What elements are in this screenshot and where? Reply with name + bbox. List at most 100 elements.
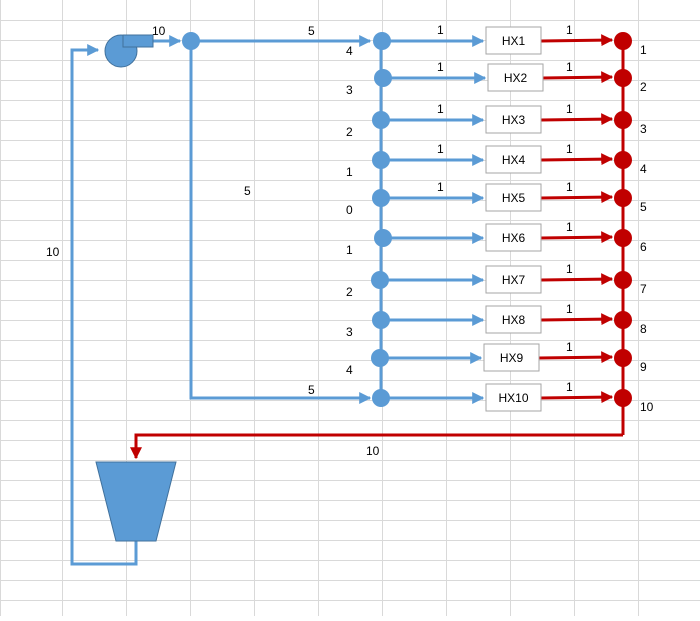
riser-flow-label: 4 (346, 363, 353, 377)
return-header-label: 2 (640, 80, 647, 94)
heat-exchanger-box: HX4 (485, 145, 542, 174)
supply-node (372, 311, 390, 329)
heat-exchanger-box: HX7 (485, 265, 542, 294)
heat-exchanger-label: HX8 (502, 313, 526, 327)
heat-exchanger-box: HX1 (485, 26, 542, 55)
heat-exchanger-box: HX8 (485, 305, 542, 334)
heat-exchanger-outline (485, 26, 542, 55)
return-node (614, 151, 632, 169)
heat-exchanger-label: HX9 (500, 351, 524, 365)
riser-branch-flow-label: 5 (244, 184, 251, 198)
heat-exchanger-outline (485, 265, 542, 294)
return-node (614, 189, 632, 207)
riser-flow-label: 2 (346, 125, 353, 139)
return-pipe (540, 113, 614, 126)
supply-flow-label: 1 (437, 142, 444, 156)
branch-row: HX7 1 7 2 (346, 262, 647, 299)
heat-exchanger-box: HX6 (485, 223, 542, 252)
supply-flow-label: 1 (437, 102, 444, 116)
heat-exchanger-label: HX5 (502, 191, 526, 205)
riser-flow-label: 2 (346, 285, 353, 299)
heat-exchanger-box: HX3 (485, 105, 542, 134)
heat-exchanger-outline (487, 63, 544, 92)
heat-exchanger-label: HX4 (502, 153, 526, 167)
return-pipe (540, 191, 614, 204)
return-node (614, 32, 632, 50)
return-flow-label: 1 (566, 60, 573, 74)
riser-flow-label: 3 (346, 325, 353, 339)
heat-exchanger-outline (485, 183, 542, 212)
heat-exchanger-box: HX10 (485, 383, 542, 412)
supply-flow-label: 1 (437, 23, 444, 37)
heat-exchanger-box: HX5 (485, 183, 542, 212)
return-header-label: 8 (640, 322, 647, 336)
return-main-flow-label: 10 (366, 444, 380, 458)
supply-node (371, 349, 389, 367)
return-flow-label: 1 (566, 262, 573, 276)
supply-node (372, 189, 390, 207)
return-pipe (542, 71, 614, 84)
supply-node (371, 271, 389, 289)
heat-exchanger-label: HX7 (502, 273, 526, 287)
return-pipe (540, 391, 614, 404)
tank-icon (95, 461, 177, 542)
heat-exchanger-outline (485, 223, 542, 252)
supply-node (374, 69, 392, 87)
branch-row: HX8 1 8 3 (346, 302, 647, 339)
supply-node (372, 151, 390, 169)
supply-node (374, 229, 392, 247)
riser-flow-label: 3 (346, 83, 353, 97)
return-pipe (540, 273, 614, 286)
return-header-label: 9 (640, 360, 647, 374)
heat-exchanger-label: HX6 (502, 231, 526, 245)
supply-node (372, 389, 390, 407)
return-flow-label: 1 (566, 220, 573, 234)
bottom-branch-flow-label: 5 (308, 383, 315, 397)
heat-exchanger-outline (483, 343, 540, 372)
return-flow-label: 1 (566, 142, 573, 156)
return-pipe (540, 153, 614, 166)
return-flow-label: 1 (566, 340, 573, 354)
heat-exchanger-label: HX10 (498, 391, 528, 405)
riser-flow-label: 1 (346, 243, 353, 257)
return-node (614, 271, 632, 289)
return-node (614, 229, 632, 247)
supply-flow-label: 1 (437, 60, 444, 74)
pump-suction-flow-label: 10 (46, 245, 60, 259)
return-main-pipe (130, 433, 623, 460)
heat-exchanger-outline (485, 383, 542, 412)
branch-row: HX2 1 1 2 3 (346, 60, 647, 97)
return-header-label: 3 (640, 122, 647, 136)
splitter-node (182, 32, 200, 50)
heat-exchanger-box: HX2 (487, 63, 544, 92)
return-pipe (540, 34, 614, 47)
heat-exchanger-outline (485, 305, 542, 334)
return-header-label: 5 (640, 200, 647, 214)
heat-exchanger-label: HX2 (504, 71, 528, 85)
centrifugal-pump-icon (104, 34, 154, 68)
heat-exchanger-label: HX3 (502, 113, 526, 127)
return-node (614, 311, 632, 329)
return-node (614, 69, 632, 87)
top-branch-flow-label: 5 (308, 24, 315, 38)
return-flow-label: 1 (566, 380, 573, 394)
return-node (614, 349, 632, 367)
return-pipe (540, 231, 614, 244)
branch-row: HX9 1 9 4 (346, 340, 647, 377)
return-flow-label: 1 (566, 102, 573, 116)
supply-flow-label: 1 (437, 180, 444, 194)
return-header-label: 4 (640, 162, 647, 176)
heat-exchanger-outline (485, 105, 542, 134)
riser-flow-label: 4 (346, 44, 353, 58)
return-flow-label: 1 (566, 302, 573, 316)
return-header-label: 10 (640, 400, 654, 414)
return-header-label: 7 (640, 282, 647, 296)
return-flow-label: 1 (566, 180, 573, 194)
